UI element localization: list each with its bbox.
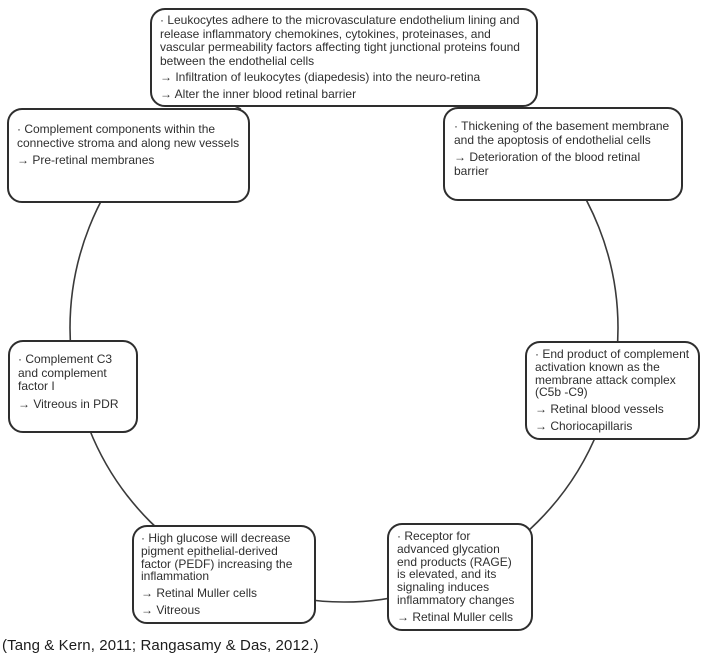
node-basement-membrane-thickening: · Thickening of the basement membrane an…: [443, 107, 683, 201]
node-pedf-decrease: · High glucose will decrease pigment epi…: [132, 525, 316, 624]
node-text: · End product of complement activation k…: [535, 347, 690, 400]
node-arrow: → Deterioration of the blood retinal bar…: [454, 150, 641, 178]
node-arrow: → Retinal Muller cells: [397, 609, 514, 624]
node-text: · Complement components within the conne…: [17, 122, 240, 150]
node-text: · Leukocytes adhere to the microvasculat…: [160, 13, 520, 68]
node-text: · Receptor for advanced glycation end pr…: [397, 529, 515, 608]
node-arrow: → Choriocapillaris: [535, 419, 633, 434]
node-arrow: → Infiltration of leukocytes (diapedesis…: [160, 70, 481, 85]
node-arrow: → Vitreous: [141, 603, 201, 618]
node-arrow: → Vitreous in PDR: [18, 396, 119, 411]
node-rage-signaling: · Receptor for advanced glycation end pr…: [387, 523, 533, 631]
node-arrow: → Retinal blood vessels: [535, 402, 664, 417]
node-text: · High glucose will decrease pigment epi…: [141, 531, 293, 584]
node-complement-c3-factor-i: · Complement C3 and complement factor I …: [8, 340, 138, 433]
node-arrow: → Pre-retinal membranes: [17, 153, 155, 168]
node-text: · Complement C3 and complement factor I: [18, 352, 113, 394]
node-arrow: → Alter the inner blood retinal barrier: [160, 86, 357, 101]
citation-caption: (Tang & Kern, 2011; Rangasamy & Das, 201…: [2, 637, 319, 654]
node-leukocyte-adhesion: · Leukocytes adhere to the microvasculat…: [150, 8, 538, 108]
node-membrane-attack-complex: · End product of complement activation k…: [525, 341, 700, 440]
node-complement-components: · Complement components within the conne…: [7, 108, 250, 203]
node-text: · Thickening of the basement membrane an…: [454, 119, 670, 147]
node-arrow: → Retinal Muller cells: [141, 586, 258, 601]
